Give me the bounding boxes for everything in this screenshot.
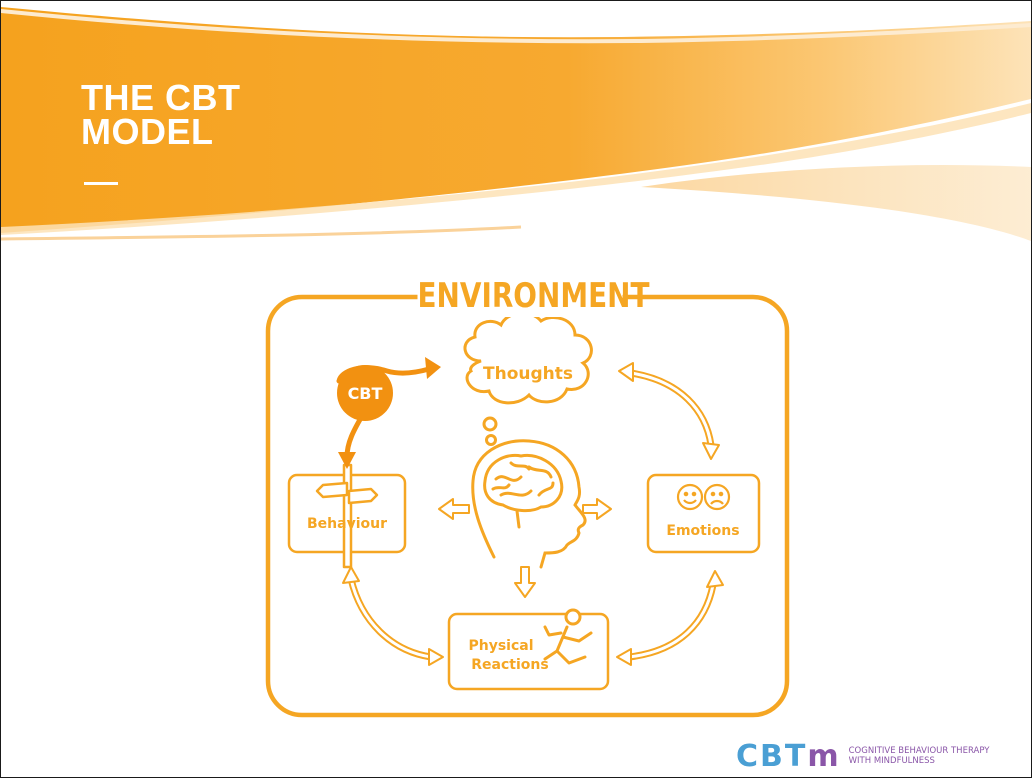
- environment-label: ENVIRONMENT: [417, 275, 650, 317]
- physical-label-line2: Reactions: [471, 657, 548, 673]
- physical-reactions-box: [447, 612, 610, 691]
- running-person-icon: [543, 608, 593, 665]
- sad-face-icon: [703, 483, 731, 511]
- arrow-to-physical: [514, 566, 536, 598]
- emotions-box: [646, 473, 761, 554]
- smiley-face-icon: [676, 483, 704, 511]
- logo-mark-cbt: CBT: [736, 738, 808, 774]
- cbtm-logo: CBTm COGNITIVE BEHAVIOUR THERAPY WITH MI…: [736, 739, 990, 774]
- arrow-to-behaviour: [438, 498, 470, 520]
- signpost-icon: [315, 463, 379, 569]
- logo-mark: CBTm: [736, 739, 841, 774]
- brain-head-icon: [471, 439, 587, 569]
- thoughts-label: Thoughts: [483, 364, 573, 384]
- slide-title-line2: MODEL: [81, 111, 214, 152]
- cbt-badge: [337, 365, 393, 421]
- arrow-heads: [342, 362, 724, 666]
- cbt-badge-label: CBT: [348, 384, 383, 403]
- title-underline: [84, 182, 118, 185]
- logo-tagline-line1: COGNITIVE BEHAVIOUR THERAPY: [848, 746, 990, 756]
- physical-label-line1: Physical: [468, 638, 533, 654]
- thought-cloud-icon: [463, 311, 593, 446]
- arrow-to-emotions: [582, 498, 612, 520]
- behaviour-label: Behaviour: [307, 516, 387, 532]
- emotions-label: Emotions: [666, 523, 739, 539]
- logo-tagline-line2: WITH MINDFULNESS: [848, 756, 935, 766]
- cbt-arrow-heads: [338, 357, 441, 469]
- slide-title-line1: THE CBT: [81, 77, 241, 118]
- slide-title: THE CBT MODEL: [81, 77, 241, 152]
- logo-mark-m: m: [807, 738, 841, 774]
- logo-tagline: COGNITIVE BEHAVIOUR THERAPY WITH MINDFUL…: [849, 746, 990, 766]
